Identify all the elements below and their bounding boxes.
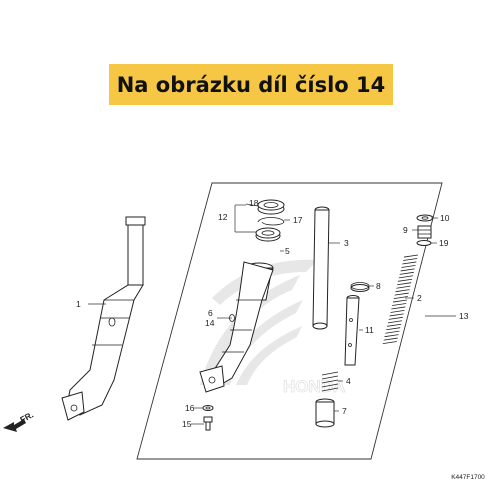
title-banner-text: Na obrázku díl číslo 14 xyxy=(116,72,386,97)
label-12: 12 xyxy=(218,212,228,222)
label-17: 17 xyxy=(293,215,303,225)
label-5: 5 xyxy=(285,246,290,256)
label-9: 9 xyxy=(403,225,408,235)
label-10: 10 xyxy=(440,213,450,223)
label-16: 16 xyxy=(185,403,195,413)
part-9-bolt[interactable] xyxy=(417,225,432,239)
exploded-view-frame xyxy=(136,182,443,460)
label-1: 1 xyxy=(76,299,81,309)
leader-lines xyxy=(88,203,456,425)
front-direction-indicator: FR. xyxy=(3,410,35,432)
label-19: 19 xyxy=(439,238,449,248)
label-14: 14 xyxy=(205,318,215,328)
label-4: 4 xyxy=(346,376,351,386)
part-11-fork-piston[interactable] xyxy=(344,295,360,366)
label-7: 7 xyxy=(342,406,347,416)
label-18: 18 xyxy=(249,198,259,208)
part-1-fork-leg-left[interactable] xyxy=(61,216,146,421)
honda-watermark-text: HONDA xyxy=(283,377,345,396)
part-10-fork-bolt[interactable] xyxy=(416,214,434,222)
label-6: 6 xyxy=(208,308,213,318)
part-5-dust-seal[interactable] xyxy=(255,227,281,242)
label-2: 2 xyxy=(417,293,422,303)
part-16-sealing-washer[interactable] xyxy=(202,405,214,411)
diagram-code: K447F1700 xyxy=(451,474,485,481)
arrow-left-icon xyxy=(3,419,26,432)
part-3-fork-pipe[interactable] xyxy=(312,206,330,330)
front-direction-label: FR. xyxy=(18,410,35,425)
label-3: 3 xyxy=(344,238,349,248)
label-8: 8 xyxy=(376,281,381,291)
part-7-oil-lock-piece[interactable] xyxy=(315,398,335,428)
title-banner: Na obrázku díl číslo 14 xyxy=(109,64,393,105)
label-11: 11 xyxy=(365,325,374,335)
part-15-socket-bolt[interactable] xyxy=(203,416,213,431)
part-8-piston-ring[interactable] xyxy=(350,282,370,292)
label-13: 13 xyxy=(459,311,469,321)
part-4-rebound-spring[interactable] xyxy=(321,371,339,392)
label-15: 15 xyxy=(182,419,192,429)
part-18-oil-seal[interactable] xyxy=(257,199,285,215)
part-19-o-ring[interactable] xyxy=(416,240,432,246)
part-17-snap-ring[interactable] xyxy=(257,217,285,226)
part-2-fork-spring[interactable] xyxy=(382,254,419,345)
